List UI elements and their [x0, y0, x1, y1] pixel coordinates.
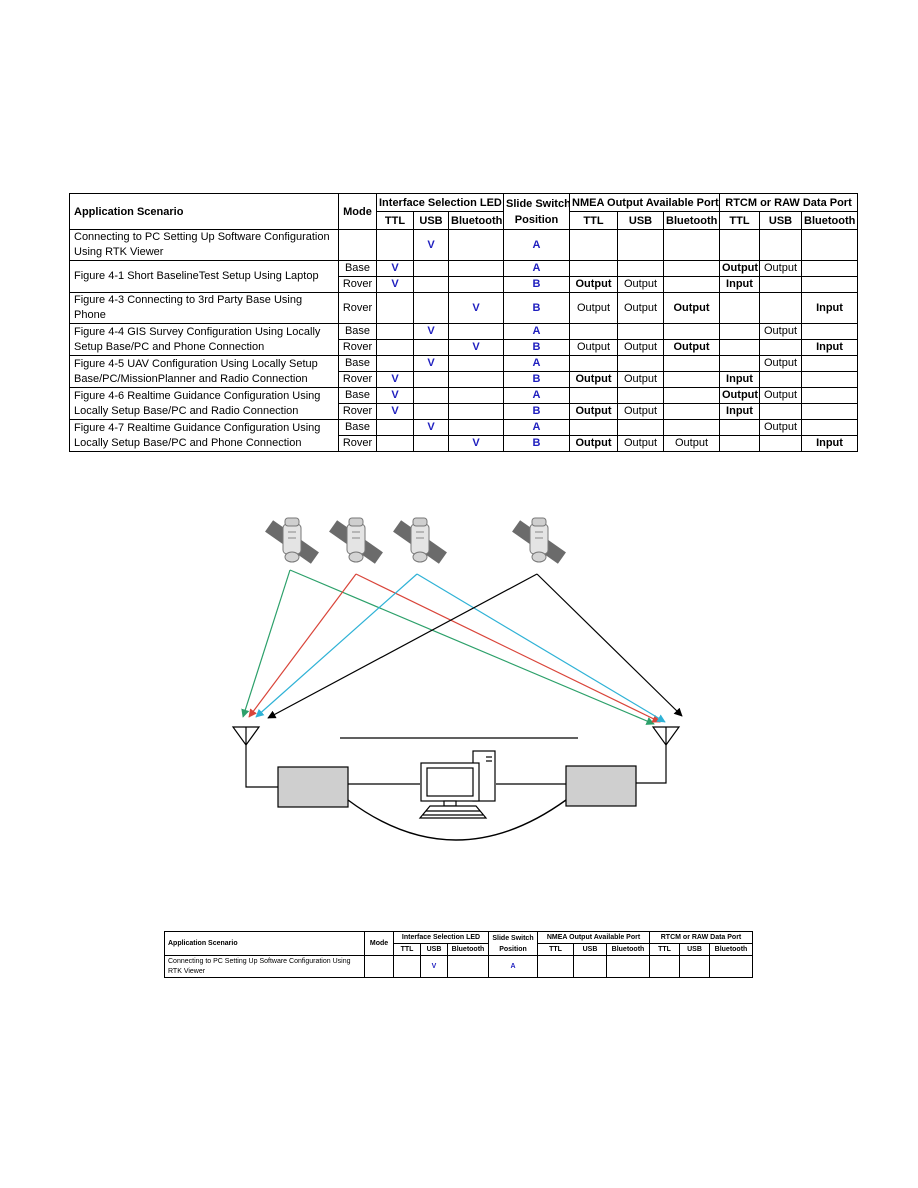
header-slide-switch-line1: Slide Switch — [506, 197, 570, 210]
header-led-bluetooth: Bluetooth — [448, 211, 504, 230]
table-row: Figure 4-4 GIS Survey Configuration Usin… — [69, 323, 859, 356]
small-header-led-ttl: TTL — [393, 943, 421, 956]
rtcm-usb-cell: Output — [759, 419, 802, 436]
base-receiver-box — [277, 766, 349, 808]
led-bluetooth-cell — [447, 955, 489, 978]
slide-switch-cell: A — [503, 229, 570, 261]
rtcm-ttl-cell — [649, 955, 680, 978]
nmea-usb-cell — [573, 955, 607, 978]
nmea-ttl-cell: Output — [569, 403, 618, 420]
mode-cell: Rover — [338, 292, 377, 324]
nmea-ttl-cell — [537, 955, 574, 978]
mode-cell: Rover — [338, 276, 377, 293]
led-ttl-cell — [376, 292, 414, 324]
satellite-icon — [264, 517, 320, 565]
rtcm-bluetooth-cell — [800, 229, 859, 261]
computer-icon — [418, 750, 496, 819]
header-application-scenario: Application Scenario — [69, 193, 339, 230]
table-row: Figure 4-7 Realtime Guidance Configurati… — [69, 419, 859, 452]
rtcm-bluetooth-cell: Input — [800, 292, 859, 324]
nmea-bluetooth-cell — [606, 955, 650, 978]
header-nmea-bluetooth: Bluetooth — [663, 211, 720, 230]
header-rtcm-bluetooth: Bluetooth — [800, 211, 859, 230]
nmea-ttl-cell: Output — [569, 292, 618, 324]
radio-link-arc — [347, 799, 567, 841]
rtcm-usb-cell: Output — [759, 355, 802, 372]
table-row: Figure 4-5 UAV Configuration Using Local… — [69, 355, 859, 388]
small-header-rtcm: RTCM or RAW Data Port — [649, 931, 753, 944]
small-header-rtcm-ttl: TTL — [649, 943, 680, 956]
rtcm-usb-cell — [679, 955, 710, 978]
scenario-cell: Figure 4-4 GIS Survey Configuration Usin… — [69, 323, 339, 356]
small-header-application-scenario: Application Scenario — [164, 931, 365, 956]
small-header-mode: Mode — [364, 931, 394, 956]
rtcm-bluetooth-cell — [709, 955, 753, 978]
header-nmea: NMEA Output Available Port — [569, 193, 720, 212]
nmea-bluetooth-cell: Output — [663, 435, 720, 452]
mode-cell: Base — [338, 323, 377, 340]
rtcm-bluetooth-cell: Input — [800, 435, 859, 452]
nmea-ttl-cell: Output — [569, 339, 618, 356]
configuration-table-small-body: Connecting to PC Setting Up Software Con… — [164, 955, 753, 978]
header-nmea-usb: USB — [617, 211, 664, 230]
header-rtcm-usb: USB — [759, 211, 802, 230]
nmea-ttl-cell: Output — [569, 276, 618, 293]
led-usb-cell — [413, 292, 449, 324]
scenario-cell: Connecting to PC Setting Up Software Con… — [164, 955, 365, 978]
header-position: Position — [514, 213, 559, 226]
small-header-slide-switch-line1: Slide Switch — [492, 934, 534, 942]
small-header-nmea: NMEA Output Available Port — [537, 931, 650, 944]
rtcm-usb-cell — [759, 292, 802, 324]
rover-antenna-icon — [636, 726, 681, 784]
small-header-nmea-ttl: TTL — [537, 943, 574, 956]
base-antenna-icon — [231, 726, 278, 788]
mode-cell: Rover — [338, 435, 377, 452]
small-header-position: Position — [499, 945, 527, 953]
led-usb-cell: V — [413, 229, 449, 261]
configuration-table-small: Application Scenario Mode Interface Sele… — [164, 931, 753, 978]
led-bluetooth-cell: V — [448, 292, 504, 324]
mode-cell — [364, 955, 394, 978]
rtcm-bluetooth-cell: Input — [800, 339, 859, 356]
scenario-cell: Figure 4-3 Connecting to 3rd Party Base … — [69, 292, 339, 324]
header-rtcm-ttl: TTL — [719, 211, 760, 230]
configuration-table: Application Scenario Mode Interface Sele… — [69, 193, 859, 452]
nmea-ttl-cell: Output — [569, 435, 618, 452]
header-rtcm: RTCM or RAW Data Port — [718, 193, 859, 212]
small-header-rtcm-usb: USB — [679, 943, 710, 956]
small-header-nmea-usb: USB — [573, 943, 607, 956]
small-header-led-bluetooth: Bluetooth — [447, 943, 489, 956]
table-row: Connecting to PC Setting Up Software Con… — [164, 955, 753, 978]
small-header-rtcm-bluetooth: Bluetooth — [709, 943, 753, 956]
satellite-icon — [511, 517, 567, 565]
slide-switch-cell: B — [503, 435, 570, 452]
led-ttl-cell — [393, 955, 421, 978]
small-header-nmea-bluetooth: Bluetooth — [606, 943, 650, 956]
led-usb-cell: V — [420, 955, 448, 978]
scenario-cell: Figure 4-7 Realtime Guidance Configurati… — [69, 419, 339, 452]
rover-receiver-box — [565, 765, 637, 807]
small-header-led-usb: USB — [420, 943, 448, 956]
mode-cell: Rover — [338, 371, 377, 388]
slide-switch-cell: A — [488, 955, 538, 978]
header-led-ttl: TTL — [376, 211, 414, 230]
signal-lines — [241, 569, 683, 725]
rtcm-ttl-cell: Input — [719, 403, 760, 420]
header-mode: Mode — [338, 193, 377, 230]
configuration-table-body: Connecting to PC Setting Up Software Con… — [69, 229, 859, 452]
header-nmea-ttl: TTL — [569, 211, 618, 230]
scenario-cell: Connecting to PC Setting Up Software Con… — [69, 229, 339, 261]
table-row: Figure 4-3 Connecting to 3rd Party Base … — [69, 292, 859, 324]
mode-cell: Rover — [338, 339, 377, 356]
satellite-icon — [392, 517, 448, 565]
satellite-icon — [328, 517, 384, 565]
nmea-usb-cell: Output — [617, 339, 664, 356]
nmea-usb-cell: Output — [617, 292, 664, 324]
small-header-interface-led: Interface Selection LED — [393, 931, 489, 944]
